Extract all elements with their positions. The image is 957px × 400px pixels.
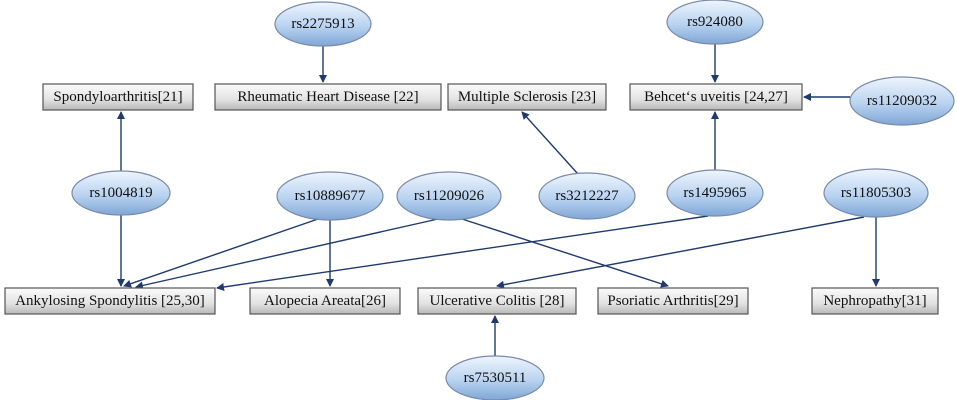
edge-rs10889677-to-ankylosing-spondylitis	[123, 218, 319, 288]
disease-node-psoriatic-arthritis: Psoriatic Arthritis[29]	[597, 287, 749, 315]
disease-box	[597, 287, 749, 315]
disease-label: Psoriatic Arthritis[29]	[607, 293, 738, 309]
snp-label: rs1004819	[89, 185, 152, 201]
edge-rs1495965-to-ankylosing-spondylitis	[216, 215, 709, 291]
edge-rs3212227-to-multiple-sclerosis	[521, 111, 579, 175]
disease-label: Spondyloarthritis[21]	[53, 89, 182, 105]
disease-box	[629, 83, 803, 111]
disease-box	[447, 83, 607, 111]
disease-label: Alopecia Areata[26]	[264, 293, 386, 309]
disease-node-ankylosing-spondylitis: Ankylosing Spondylitis [25,30]	[4, 287, 216, 315]
snp-label: rs11209032	[867, 93, 937, 109]
snp-oval	[445, 355, 545, 400]
disease-node-nephropathy: Nephropathy[31]	[811, 287, 939, 315]
snp-node-rs924080: rs924080	[666, 0, 764, 45]
edge-rs11805303-to-ulcerative-colitis	[496, 216, 865, 289]
disease-node-multiple-sclerosis: Multiple Sclerosis [23]	[447, 83, 607, 111]
snp-node-rs1004819: rs1004819	[71, 170, 171, 216]
snp-oval	[849, 76, 955, 126]
snp-node-rs2275913: rs2275913	[274, 1, 372, 47]
edge-rs11209026-to-ankylosing-spondylitis	[135, 218, 439, 290]
edge-rs11209026-to-psoriatic-arthritis	[461, 218, 669, 288]
snp-label: rs11209026	[414, 188, 485, 204]
disease-box	[417, 287, 577, 315]
snp-node-rs3212227: rs3212227	[538, 172, 636, 220]
disease-label: Ankylosing Spondylitis [25,30]	[15, 293, 205, 309]
disease-node-ulcerative-colitis: Ulcerative Colitis [28]	[417, 287, 577, 315]
disease-box	[214, 83, 442, 111]
snp-oval	[538, 172, 636, 220]
snp-node-rs11209026: rs11209026	[396, 171, 502, 221]
disease-node-behcets-uveitis: Behcet‘s uveitis [24,27]	[629, 83, 803, 111]
snp-oval	[823, 168, 929, 218]
snp-label: rs1495965	[683, 185, 746, 201]
disease-box	[4, 287, 216, 315]
snp-node-rs7530511: rs7530511	[445, 355, 545, 400]
snp-label: rs924080	[687, 14, 743, 30]
snp-node-rs11209032: rs11209032	[849, 76, 955, 126]
disease-box	[249, 287, 401, 315]
disease-label: Behcet‘s uveitis [24,27]	[644, 89, 788, 105]
disease-box	[42, 83, 194, 111]
snp-node-rs10889677: rs10889677	[276, 171, 384, 221]
snp-label: rs7530511	[464, 370, 527, 386]
disease-node-spondyloarthritis: Spondyloarthritis[21]	[42, 83, 194, 111]
snp-oval	[274, 1, 372, 47]
snp-label: rs11805303	[841, 185, 911, 201]
snp-oval	[396, 171, 502, 221]
snp-oval	[666, 169, 764, 217]
snp-node-rs1495965: rs1495965	[666, 169, 764, 217]
snp-node-rs11805303: rs11805303	[823, 168, 929, 218]
snp-label: rs2275913	[291, 16, 354, 32]
disease-node-rheumatic-heart-disease: Rheumatic Heart Disease [22]	[214, 83, 442, 111]
disease-node-alopecia-areata: Alopecia Areata[26]	[249, 287, 401, 315]
disease-box	[811, 287, 939, 315]
disease-label: Multiple Sclerosis [23]	[458, 89, 596, 105]
snp-oval	[666, 0, 764, 45]
snp-oval	[276, 171, 384, 221]
disease-label: Rheumatic Heart Disease [22]	[237, 89, 418, 105]
disease-label: Nephropathy[31]	[823, 293, 926, 309]
disease-label: Ulcerative Colitis [28]	[430, 293, 565, 309]
snp-label: rs10889677	[295, 188, 366, 204]
snp-label: rs3212227	[555, 188, 619, 204]
nodes-layer: Spondyloarthritis[21] Rheumatic Heart Dis…	[4, 0, 955, 400]
edges-layer	[117, 44, 880, 356]
snp-oval	[71, 170, 171, 216]
